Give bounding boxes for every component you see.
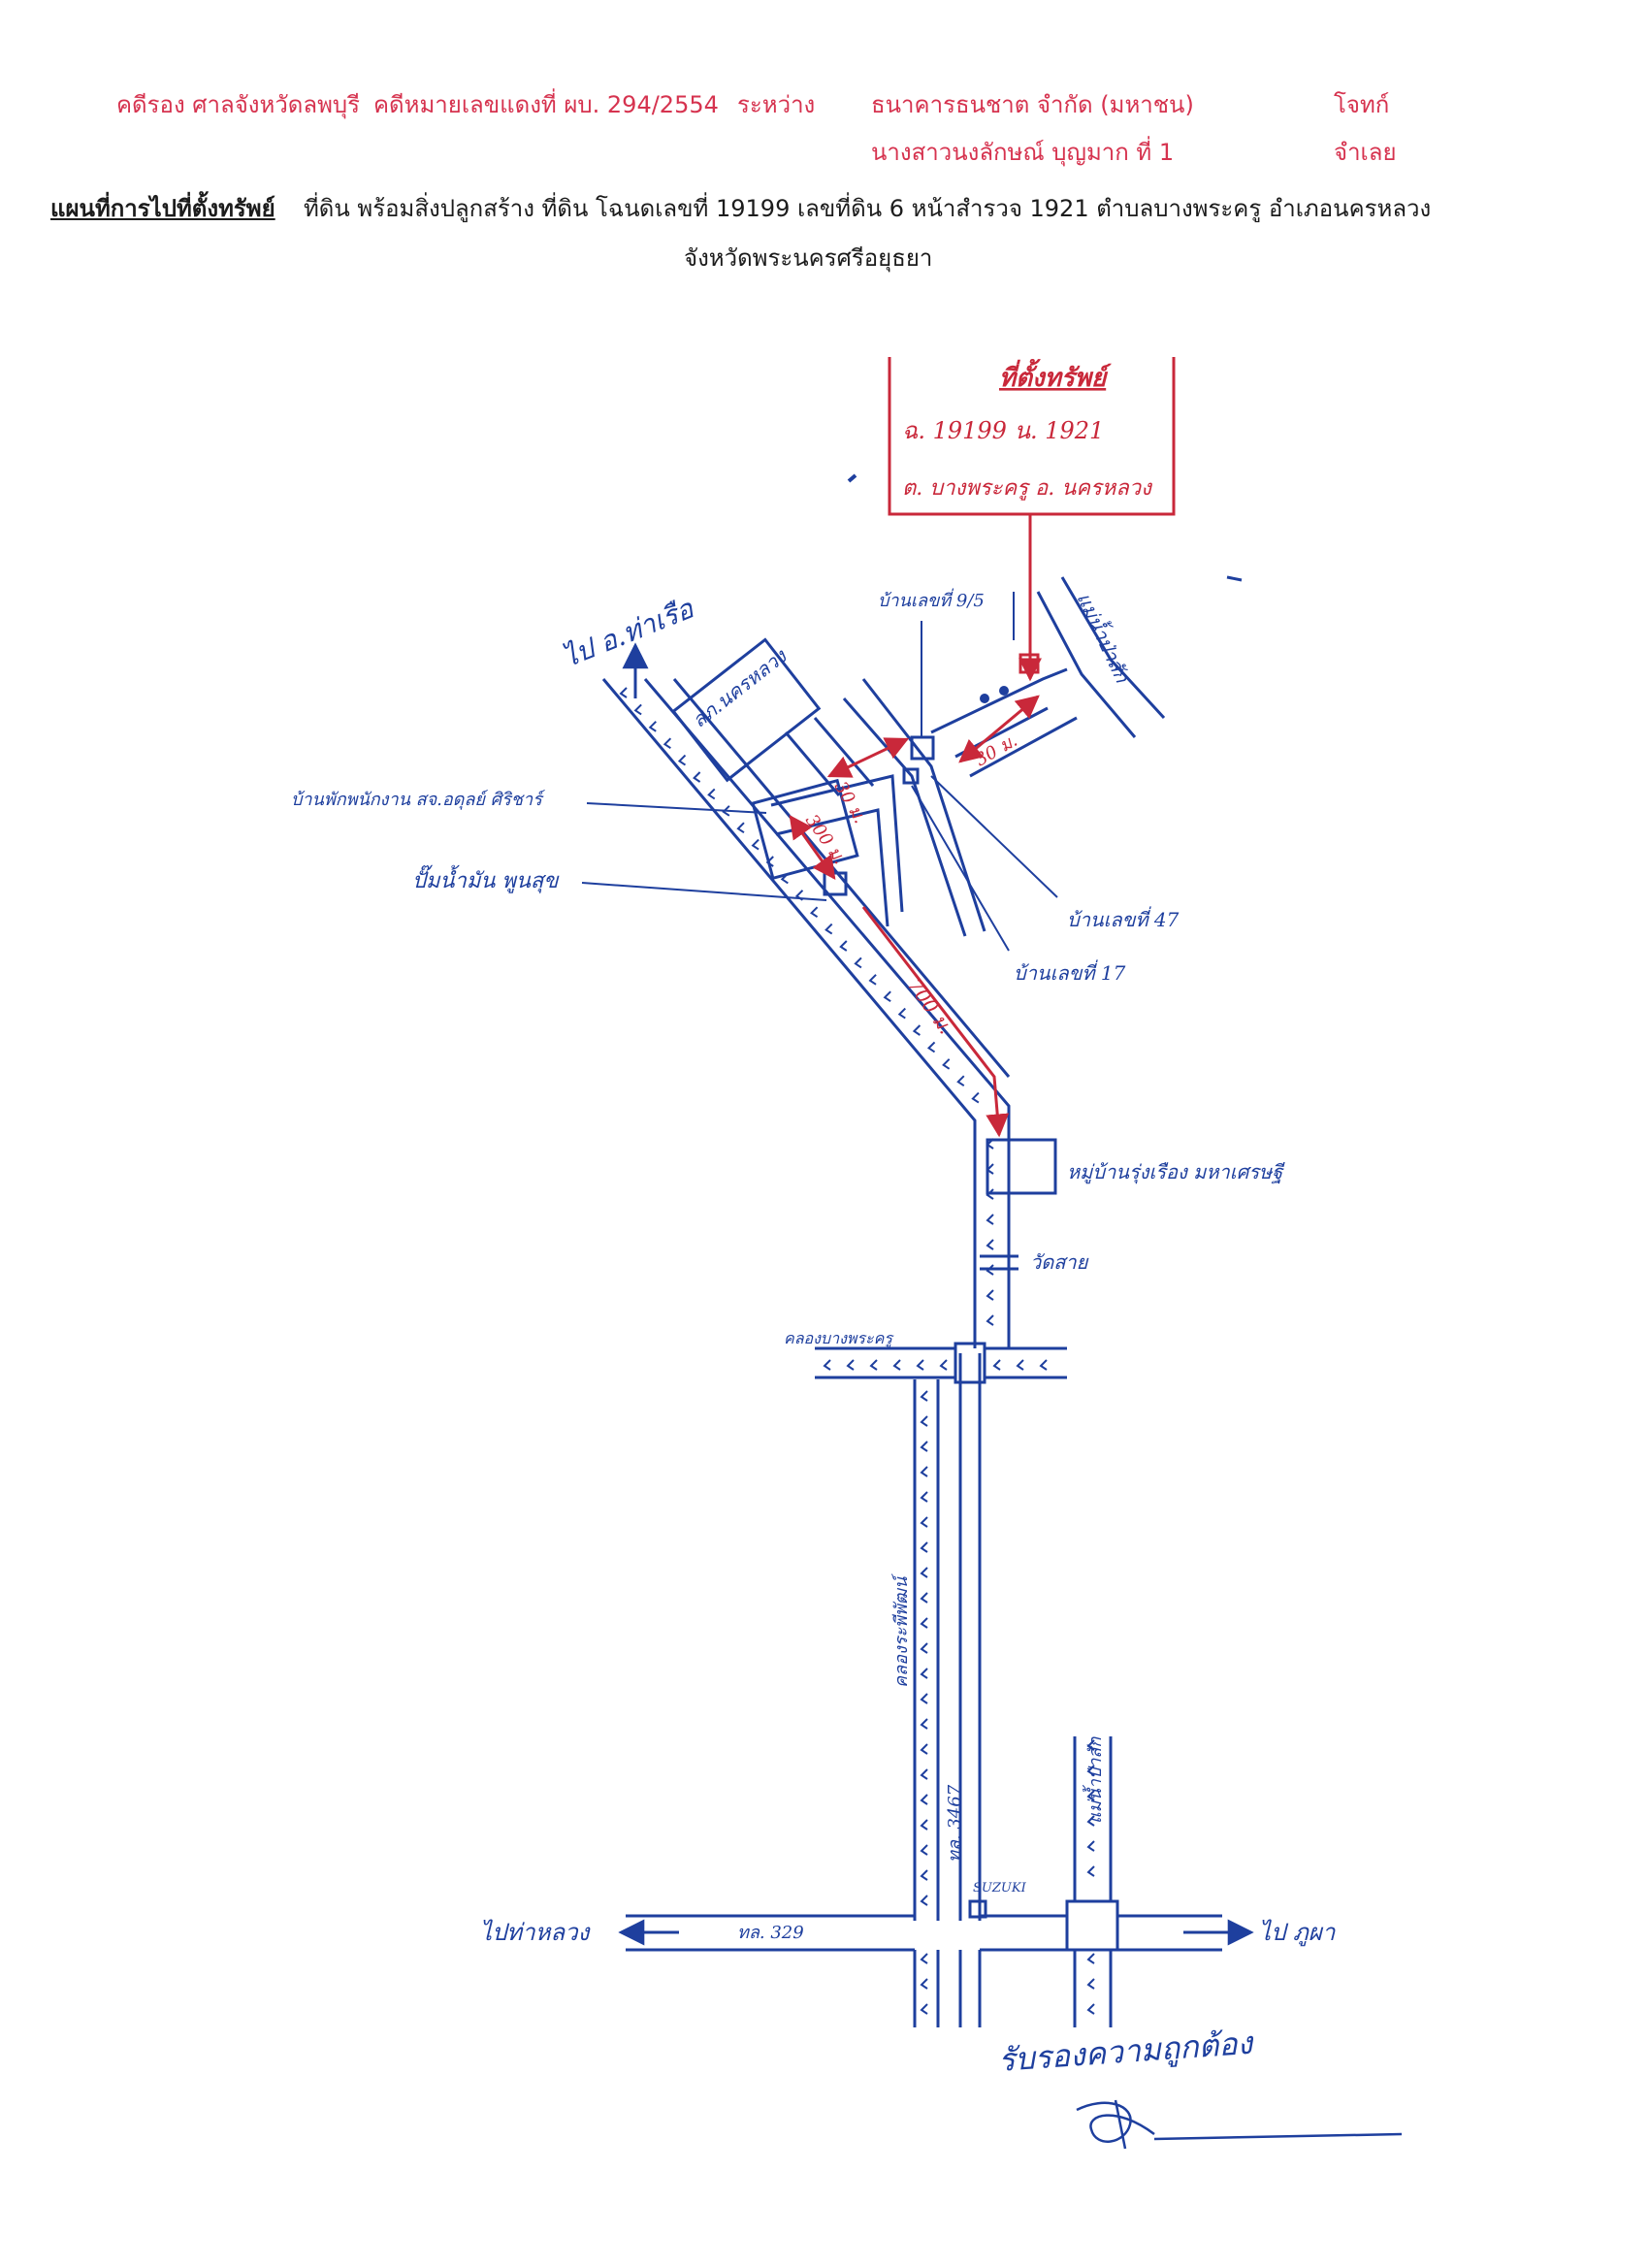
dist-30-a-arrow [826,737,910,778]
label-to-tha-luang: ไปท่าหลวง [480,1919,592,1946]
river-top [1036,576,1166,738]
defendant-role: จำเลย [1334,139,1397,166]
province-line: จังหวัดพระนครศรีอยุธยา [684,244,933,272]
label-village: หมู่บ้านรุ่งเรือง มหาเศรษฐี [1067,1160,1285,1184]
highway-329 [626,1914,1222,1952]
signature-mark [1076,2099,1403,2150]
marker-dot-1 [980,694,989,703]
label-river-bottom: แม่น้ำป่าสัก [1082,1736,1106,1824]
defendant-name: นางสาวนงลักษณ์ บุญมาก ที่ 1 [871,139,1175,166]
stray-mark-1 [847,473,857,483]
dist-300-arrow [789,815,836,880]
label-temple: วัดสาย [1030,1250,1089,1274]
main-road [672,678,1011,2027]
label-river-right: แม่น้ำป่าสัก [1072,588,1137,687]
canal-hatching [619,687,1095,2015]
label-house-17: บ้านเลขที่ 17 [1014,959,1126,985]
plaintiff-name: ธนาคารธนชาต จำกัด (มหาชน) [871,91,1194,118]
property-location-box: ที่ตั้งทรัพย์ ฉ. 19199 น. 1921 ต. บางพระ… [888,357,1176,682]
canal-bang-phra-khru [815,1342,1067,1384]
map-description-line: แผนที่การไปที่ตั้งทรัพย์ ที่ดิน พร้อมสิ่… [50,189,1431,227]
label-to-phu-pha: ไป ภูผา [1259,1919,1337,1947]
marker-dot-2 [999,686,1009,696]
property-box-line1: ฉ. 19199 น. 1921 [902,417,1104,444]
label-canal-bang-phra-khru: คลองบางพระครู [784,1329,894,1348]
suzuki-square [968,1899,987,1919]
label-house-9-5: บ้านเลขที่ 9/5 [878,588,985,611]
label-suzuki: SUZUKI [973,1881,1027,1895]
between-label: ระหว่าง [737,91,816,118]
label-road-3467: ทล. 3467 [945,1784,965,1863]
label-shop: ปั๊มน้ำมัน พูนสุข [412,864,560,893]
label-canal-left: คลองระพีพัฒน์ [891,1572,912,1688]
label-official-house: บ้านพักพนักงาน สจ.อดุลย์ ศิริชาร์ [291,790,546,810]
property-box-title: ที่ตั้งทรัพย์ [999,358,1112,393]
police-station-box: สภ.นครหลวง [671,637,822,783]
leader-lines [581,592,1058,952]
certification-text: รับรองความถูกต้อง [997,2025,1256,2080]
label-to-tha-ruea: ไป อ.ท่าเรือ [558,592,698,673]
station-connector [784,731,841,796]
dist-700-arrow [861,906,1010,1138]
village-box [986,1138,1057,1195]
label-house-47: บ้านเลขที่ 47 [1067,906,1180,931]
property-description: ที่ดิน พร้อมสิ่งปลูกสร้าง ที่ดิน โฉนดเลข… [303,195,1432,222]
map-title: แผนที่การไปที่ตั้งทรัพย์ [50,195,275,222]
case-number: คดีหมายเลขแดงที่ ผบ. 294/2554 [373,91,719,118]
property-box-line2: ต. บางพระครู อ. นครหลวง [902,476,1153,501]
river-bottom [1065,1736,1119,2027]
label-road-329: ทล. 329 [737,1923,804,1943]
case-court-label: คดีรอง ศาลจังหวัดลพบุรี [116,91,361,118]
plaintiff-role: โจทก์ [1334,91,1390,118]
stray-mark-2 [1226,575,1243,582]
dist-30-b-arrow [958,695,1040,763]
temple-road [980,1254,1018,1271]
property-square [1018,653,1040,674]
